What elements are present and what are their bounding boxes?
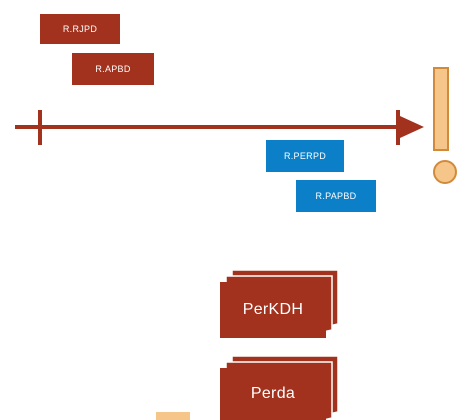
partial-shape bbox=[156, 412, 190, 420]
rapbd-box: R.APBD bbox=[72, 53, 154, 85]
rpapbd-label: R.PAPBD bbox=[315, 191, 357, 201]
rjpd-label: R.RJPD bbox=[62, 24, 98, 34]
rperpd-box: R.PERPD bbox=[266, 140, 344, 172]
rapbd-label: R.APBD bbox=[95, 64, 131, 74]
perda-label: Perda bbox=[250, 385, 296, 402]
perkdh-label: PerKDH bbox=[242, 301, 304, 318]
timeline-arrowhead bbox=[400, 116, 424, 138]
rperpd-label: R.PERPD bbox=[283, 151, 327, 161]
rpapbd-box: R.PAPBD bbox=[296, 180, 376, 212]
perda-card: Perda bbox=[220, 368, 326, 420]
perkdh-card: PerKDH bbox=[220, 282, 326, 338]
exclamation-mark-icon bbox=[433, 67, 457, 184]
rjpd-box: R.RJPD bbox=[40, 14, 120, 44]
